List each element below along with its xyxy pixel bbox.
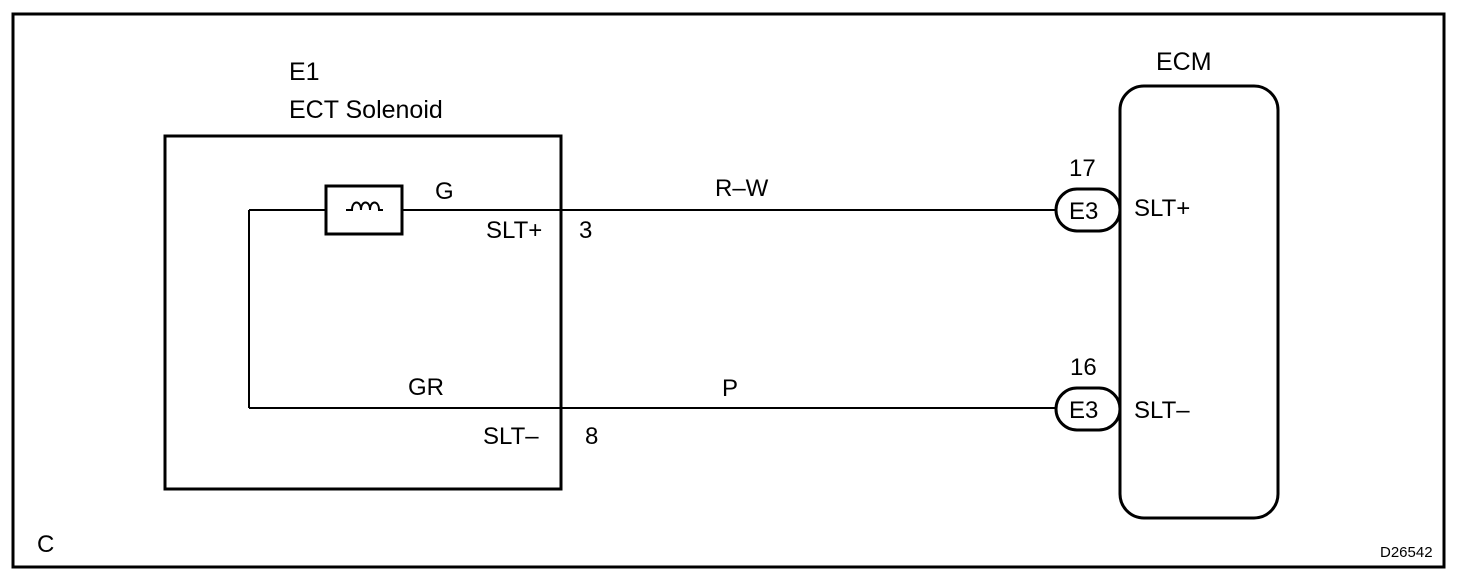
solenoid-connector-label: E1 — [289, 58, 320, 86]
wire-color-g: G — [435, 178, 454, 205]
solenoid-pin-bottom-name: SLT– — [483, 423, 539, 450]
ecm-bottom-connector-label: E3 — [1069, 397, 1098, 424]
corner-label: C — [37, 531, 54, 558]
ecm-top-connector-label: E3 — [1069, 198, 1098, 225]
ecm-top-pin-number: 17 — [1069, 155, 1096, 182]
ecm-bottom-pin-number: 16 — [1070, 354, 1097, 381]
wire-color-gr: GR — [408, 374, 444, 401]
ecm-name-label: ECM — [1156, 48, 1212, 76]
solenoid-coil-icon — [346, 201, 383, 211]
solenoid-pin-top-name: SLT+ — [486, 217, 542, 244]
ecm-bottom-terminal-label: SLT– — [1134, 397, 1190, 424]
ecm-box — [1118, 84, 1280, 520]
ecm-top-terminal-label: SLT+ — [1134, 195, 1190, 222]
wire-color-rw: R–W — [715, 175, 769, 202]
ecm-connector-bottom-symbol — [1054, 386, 1122, 432]
solenoid-pin-top-number: 3 — [579, 217, 592, 244]
diagram-frame — [11, 12, 1446, 569]
wire-color-p: P — [722, 375, 738, 402]
solenoid-pin-bottom-number: 8 — [585, 423, 598, 450]
figure-id-label: D26542 — [1380, 544, 1433, 561]
solenoid-coil-box — [324, 184, 404, 236]
ecm-connector-top-symbol — [1054, 187, 1122, 233]
solenoid-name-label: ECT Solenoid — [289, 96, 443, 124]
ect-solenoid-box — [163, 134, 563, 491]
